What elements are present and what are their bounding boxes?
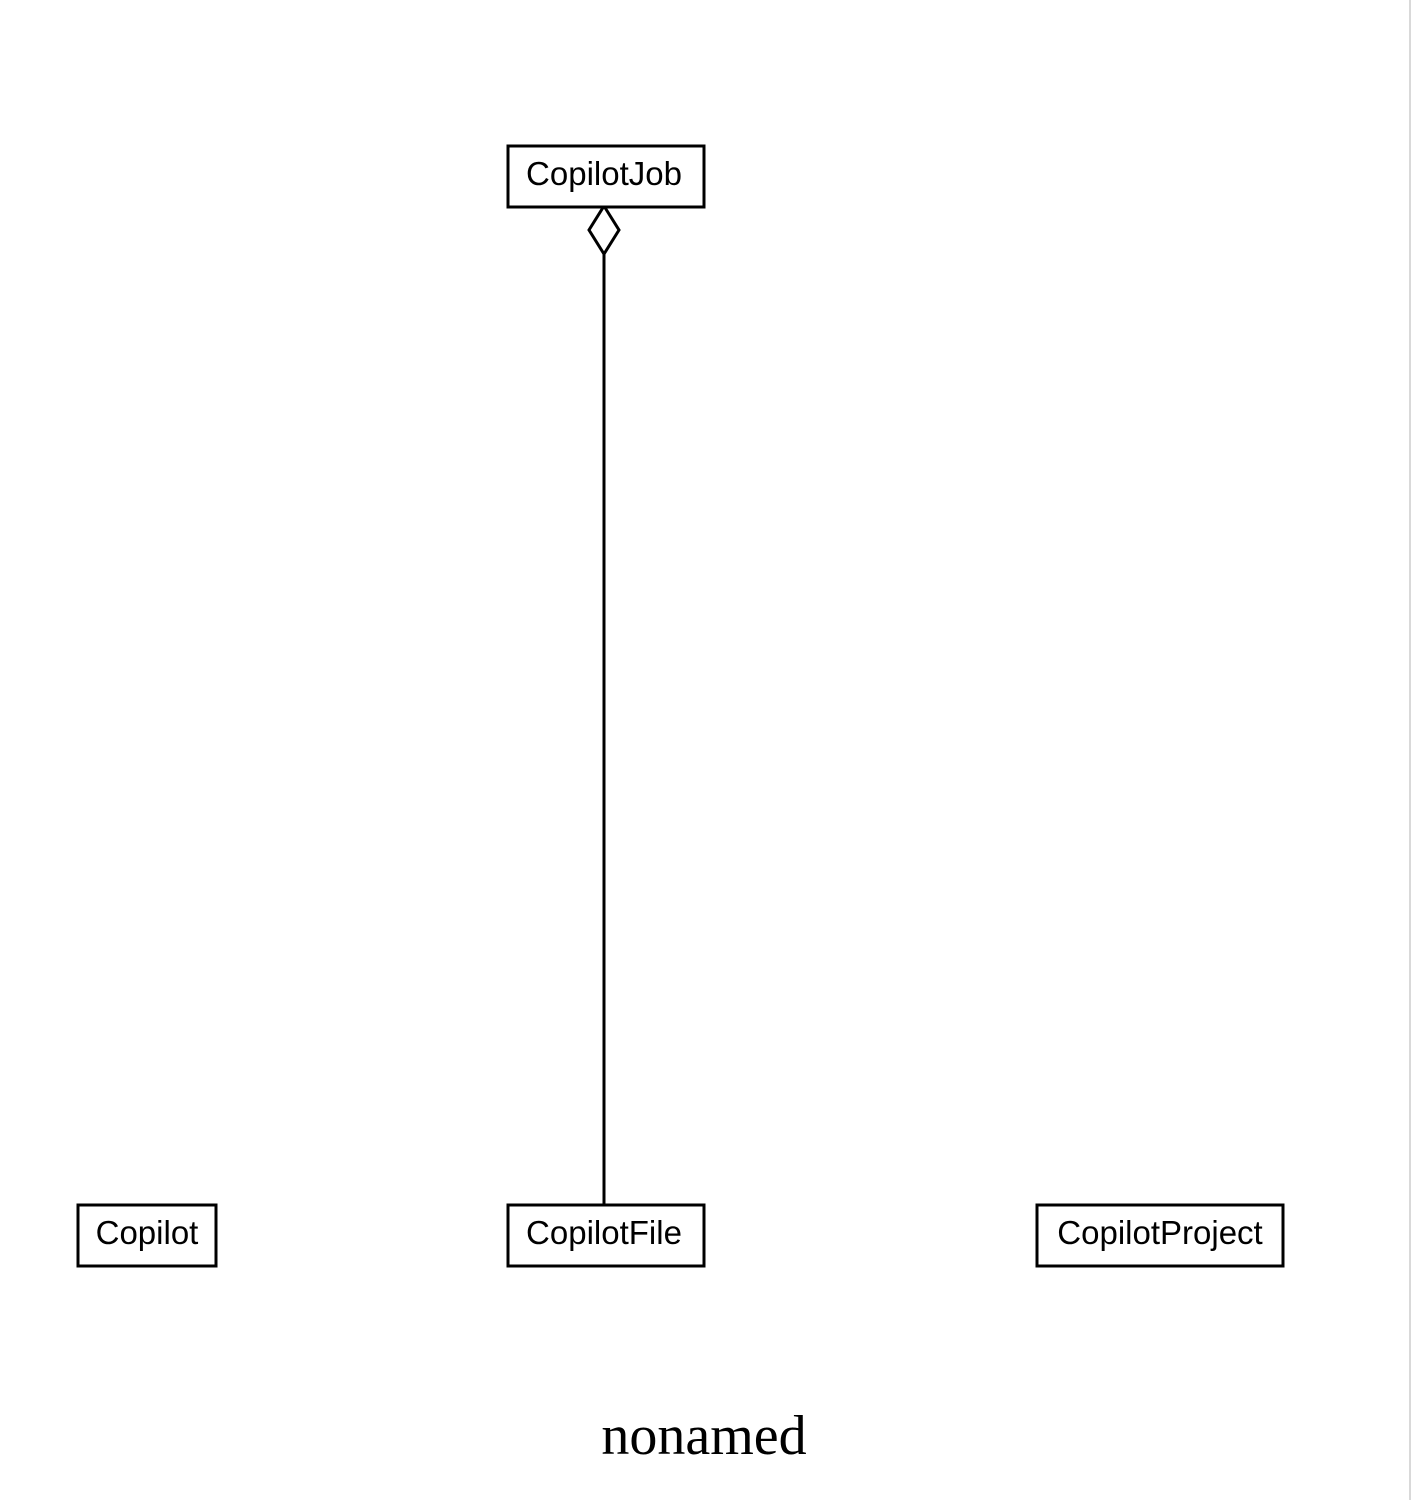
class-box <box>1035 1203 1285 1268</box>
diagram-title: nonamed <box>601 1405 806 1467</box>
class-name: CopilotFile <box>526 1214 682 1251</box>
class-name: Copilot <box>96 1214 199 1251</box>
class-name: CopilotJob <box>526 155 682 192</box>
class-node-copilot[interactable]: Copilot <box>76 1203 218 1268</box>
class-name: CopilotProject <box>1057 1214 1262 1251</box>
class-node-copilotjob[interactable]: CopilotJob <box>506 144 706 209</box>
class-box <box>506 1203 706 1268</box>
class-node-copilotproject[interactable]: CopilotProject <box>1035 1203 1285 1268</box>
class-box <box>506 144 706 209</box>
aggregation-diamond-icon <box>587 203 621 257</box>
page-edge-divider <box>1409 0 1411 1500</box>
class-node-copilotfile[interactable]: CopilotFile <box>506 1203 706 1268</box>
class-box <box>76 1203 218 1268</box>
aggregation-edge-copilotjob-copilotfile <box>587 203 621 1205</box>
